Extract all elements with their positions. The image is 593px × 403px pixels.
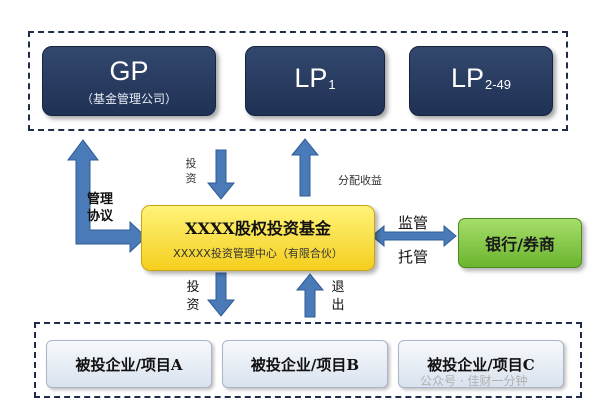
distribute-up-arrow — [290, 138, 320, 197]
fund-box[interactable]: XXXX股权投资基金 XXXXX投资管理中心（有限合伙） — [141, 205, 375, 271]
exit-label: 退出 — [331, 280, 345, 313]
supervise-double-arrow — [371, 224, 457, 248]
fund-title: XXXX股权投资基金 — [185, 219, 331, 238]
bank-box[interactable]: 银行/券商 — [458, 218, 582, 268]
project-group-container — [34, 322, 582, 398]
fund-subtitle: XXXXX投资管理中心（有限合伙） — [173, 247, 343, 260]
gp-subtitle: （基金管理公司） — [80, 91, 177, 106]
investor-group-container — [28, 31, 568, 131]
mgmt-label-2: 协议 — [87, 209, 114, 224]
management-arrow — [67, 139, 147, 254]
invest-down-arrow — [206, 149, 236, 200]
gp-box[interactable]: GP （基金管理公司） — [42, 46, 216, 116]
custody-label: 托管 — [398, 248, 429, 266]
lp1-title: LP1 — [294, 62, 336, 93]
lp2-box[interactable]: LP2-49 — [409, 46, 553, 116]
lp1-box[interactable]: LP1 — [245, 46, 385, 116]
mgmt-label-1: 管理 — [87, 192, 114, 207]
distribute-label: 分配收益 — [338, 174, 382, 187]
invest-bottom-arrow — [206, 272, 236, 317]
project-a-box[interactable]: 被投企业/项目A — [46, 340, 212, 388]
bank-label: 银行/券商 — [485, 235, 555, 254]
supervise-label: 监管 — [398, 214, 429, 232]
project-c-label: 被投企业/项目C — [427, 355, 535, 374]
project-b-box[interactable]: 被投企业/项目B — [222, 340, 388, 388]
project-b-label: 被投企业/项目B — [250, 355, 360, 374]
invest-bottom-label: 投资 — [186, 280, 200, 313]
project-c-box[interactable]: 被投企业/项目C — [398, 340, 564, 388]
watermark-text: 公众号 · 佳财一分钟 — [420, 374, 528, 388]
lp2-title: LP2-49 — [450, 62, 512, 93]
exit-up-arrow — [295, 273, 325, 318]
gp-title: GP — [109, 55, 149, 86]
invest-top-label: 投资 — [185, 157, 197, 185]
project-a-label: 被投企业/项目A — [75, 355, 183, 374]
